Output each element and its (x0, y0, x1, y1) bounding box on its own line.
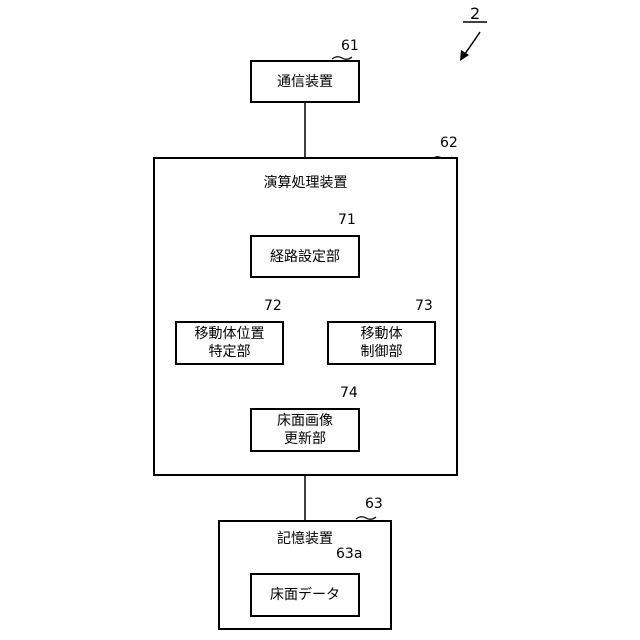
ref-62-label: 62 (440, 135, 458, 151)
route-setting-box: 経路設定部 (250, 235, 360, 278)
ref-73-label: 73 (415, 298, 433, 314)
ref-63-label: 63 (365, 496, 383, 512)
mobile-control-line2: 制御部 (361, 343, 403, 361)
mobile-position-line1: 移動体位置 (195, 325, 265, 343)
figure-number: 2 (470, 6, 480, 22)
route-setting-label: 経路設定部 (270, 248, 340, 266)
floor-data-box: 床面データ (250, 573, 360, 617)
floor-data-label: 床面データ (270, 586, 340, 604)
floor-update-line2: 更新部 (284, 430, 326, 448)
ref-63a-label: 63a (336, 546, 362, 562)
ref-72-label: 72 (264, 298, 282, 314)
comm-device-label: 通信装置 (277, 73, 333, 91)
mobile-position-box: 移動体位置 特定部 (175, 321, 284, 365)
ref-63-leader (356, 517, 376, 520)
floor-update-line1: 床面画像 (277, 412, 333, 430)
mobile-control-line1: 移動体 (361, 325, 403, 343)
floor-update-box: 床面画像 更新部 (250, 408, 360, 452)
storage-device-title: 記憶装置 (218, 528, 392, 548)
ref-61-label: 61 (341, 38, 359, 54)
ref-71-label: 71 (338, 212, 356, 228)
figure-ref-arrow-head (460, 50, 469, 61)
comm-device-box: 通信装置 (250, 60, 360, 103)
mobile-position-line2: 特定部 (209, 343, 251, 361)
mobile-control-box: 移動体 制御部 (327, 321, 436, 365)
processing-device-title: 演算処理装置 (153, 172, 458, 192)
ref-61-leader (332, 57, 352, 60)
ref-74-label: 74 (340, 385, 358, 401)
